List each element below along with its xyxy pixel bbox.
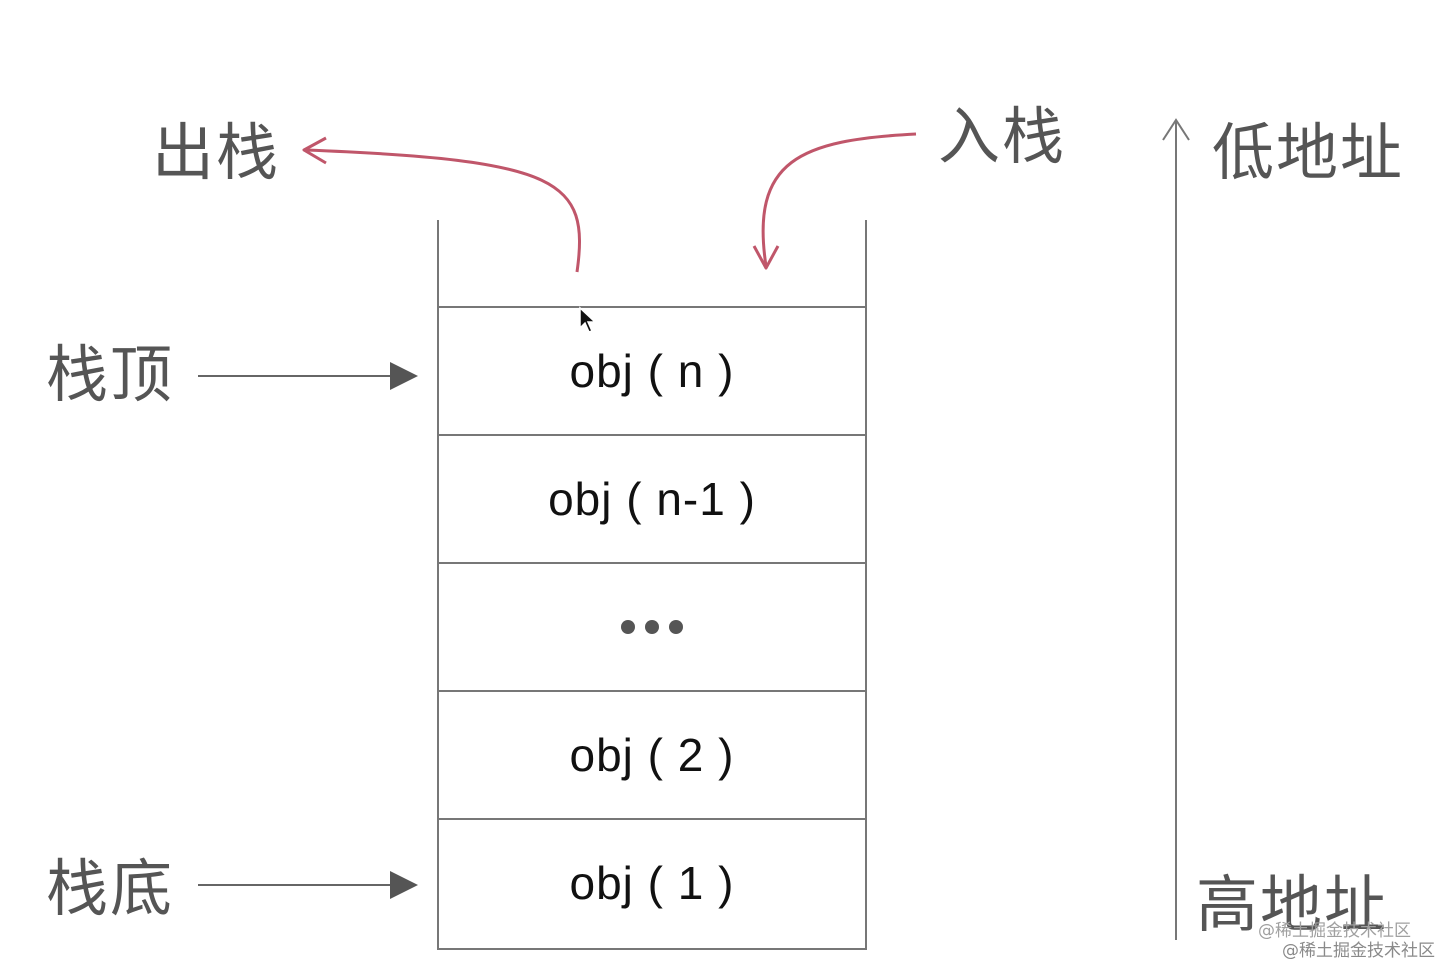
stack-cell-ellipsis	[437, 562, 867, 690]
stack-cell-n-minus-1: obj ( n-1 )	[437, 434, 867, 562]
stack-cell-text: obj ( 2 )	[569, 729, 735, 781]
push-arrow	[761, 132, 917, 267]
pop-arrowhead	[302, 136, 327, 165]
stack-cell-1: obj ( 1 )	[437, 818, 867, 946]
stack-bottom-pointer-head	[390, 871, 418, 899]
low-address-label: 低地址	[1212, 116, 1405, 189]
stack-cell-2: obj ( 2 )	[437, 690, 867, 818]
watermark: @稀土掘金技术社区	[1282, 941, 1435, 961]
mouse-cursor-icon	[579, 306, 597, 333]
pop-label: 出栈	[152, 116, 281, 189]
stack-top-pointer-head	[390, 362, 418, 390]
stack-cell-text: obj ( n )	[569, 345, 735, 397]
stack-cell-text: obj ( 1 )	[569, 857, 735, 909]
high-address-label: 高地址	[1196, 868, 1389, 941]
push-label: 入栈	[938, 100, 1067, 173]
stack-container: obj ( n ) obj ( n-1 ) obj ( 2 ) obj ( 1 …	[437, 220, 867, 950]
ellipsis-icon	[621, 620, 683, 634]
push-arrowhead	[752, 245, 780, 270]
watermark-shadow: @稀土掘金技术社区	[1258, 921, 1411, 941]
pop-arrow	[305, 148, 581, 273]
stack-cell-text: obj ( n-1 )	[548, 473, 756, 525]
address-axis-arrowhead	[1162, 118, 1190, 141]
stack-right-wall	[865, 220, 867, 948]
stack-cell-n: obj ( n )	[437, 306, 867, 434]
stack-left-wall	[437, 220, 439, 948]
stack-floor	[437, 948, 867, 950]
stack-top-label: 栈顶	[46, 338, 175, 411]
stack-bottom-label: 栈底	[46, 852, 175, 925]
